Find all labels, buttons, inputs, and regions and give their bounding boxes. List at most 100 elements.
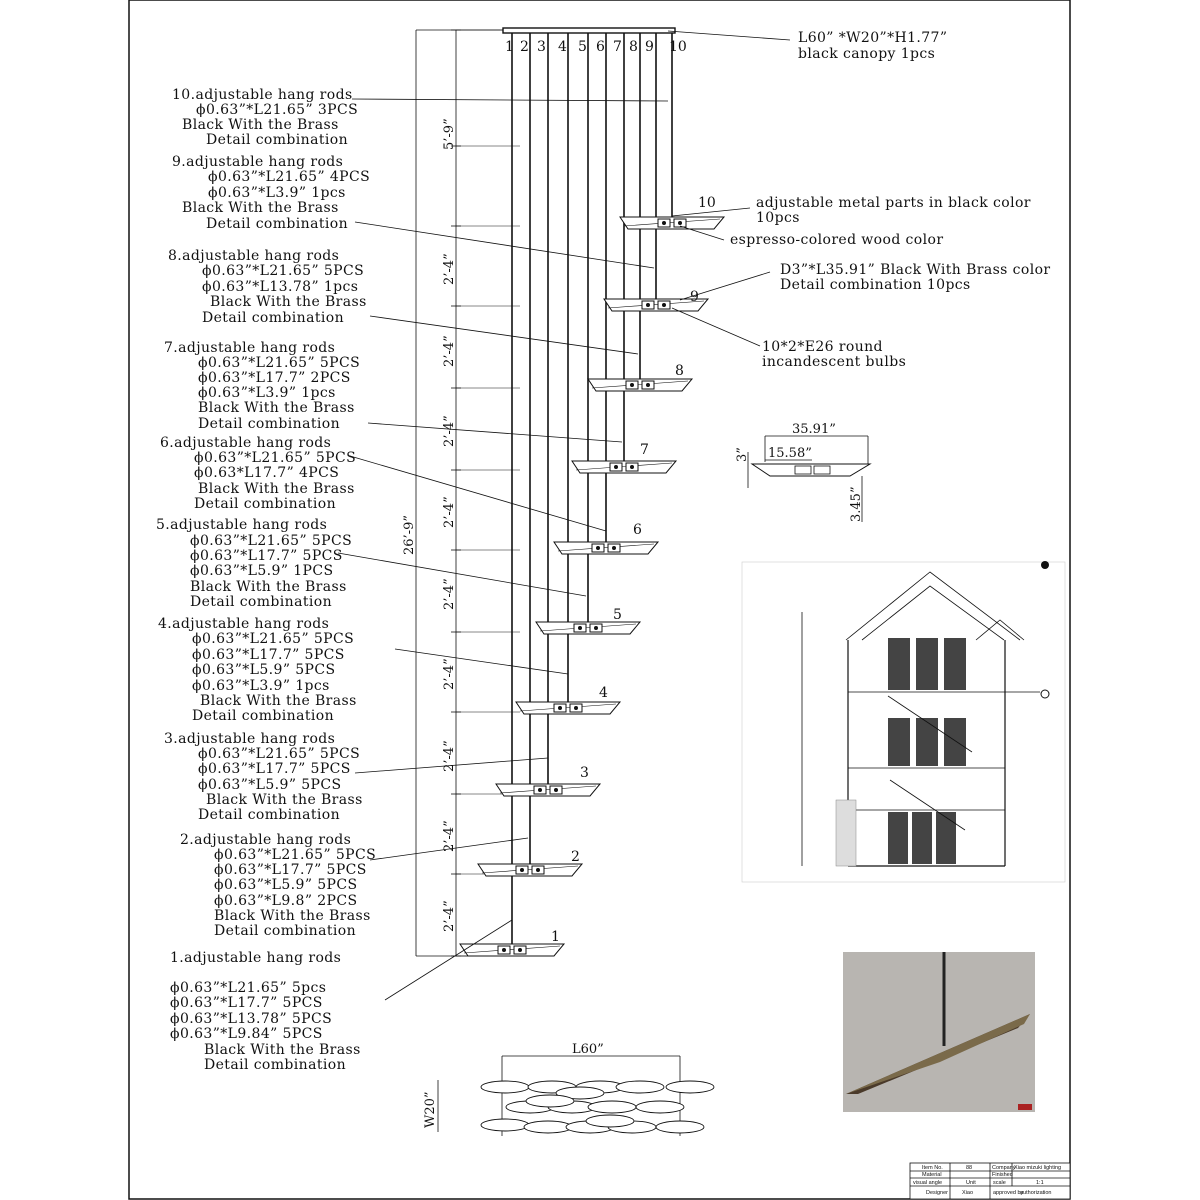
- tb-company-val: Xiao mizuki lighting: [1014, 1165, 1061, 1171]
- fixture-edge: [575, 462, 673, 471]
- tb-approved: approved by: [993, 1190, 1024, 1196]
- rod-group-line: ϕ0.63”*L17.7” 5PCS: [214, 862, 367, 878]
- spacing-label: 2’-4”: [442, 740, 457, 772]
- fixture-body: [571, 460, 678, 474]
- fixture-body: [515, 701, 622, 715]
- rod-number: 7: [613, 39, 622, 55]
- plan-fixture-oval: [665, 1080, 715, 1094]
- bulb: [630, 383, 634, 387]
- bulb: [662, 221, 666, 225]
- fixture-body: [553, 541, 660, 555]
- rod-group-line: Black With the Brass: [182, 200, 339, 216]
- rod-group-line: ϕ0.63”*L3.9” 1pcs: [208, 185, 346, 201]
- rod-group-title: 10.adjustable hang rods: [172, 87, 353, 103]
- bulb: [678, 221, 682, 225]
- bulb: [538, 788, 542, 792]
- bulb: [574, 706, 578, 710]
- fixture-body: [587, 378, 694, 392]
- rod-group-3: 3.adjustable hang rods ϕ0.63”*L21.65” 5P…: [164, 731, 549, 823]
- rod-group-line: Black With the Brass: [182, 117, 339, 133]
- rod-group-line: ϕ0.63”*L5.9” 5PCS: [192, 662, 335, 678]
- fixture-number: 3: [580, 765, 589, 781]
- rod-group-line: Black With the Brass: [198, 400, 355, 416]
- rod-group-title: 1.adjustable hang rods: [170, 950, 341, 966]
- rod-group-line: ϕ0.63”*L21.65” 5PCS: [214, 847, 376, 863]
- tb-item-no-val: 88: [966, 1165, 972, 1171]
- fixture-number: 5: [613, 607, 622, 623]
- fixture-body: [477, 863, 584, 877]
- rod-group-line: Detail combination: [194, 496, 336, 512]
- rod-group-8: 8.adjustable hang rods ϕ0.63”*L21.65” 5P…: [168, 248, 639, 355]
- rod-number: 4: [558, 39, 567, 55]
- title-block: Item No. 88 Company Xiao mizuki lighting…: [909, 1162, 1071, 1200]
- plan-fixture-oval: [615, 1080, 665, 1094]
- tb-company: Company: [992, 1165, 1016, 1171]
- rod-group-title: 8.adjustable hang rods: [168, 248, 339, 264]
- plan-length: L60”: [572, 1042, 604, 1057]
- rod-group-2: 2.adjustable hang rods ϕ0.63”*L21.65” 5P…: [180, 832, 529, 939]
- rod-group-line: Detail combination: [206, 216, 348, 232]
- dimension-ticks: [451, 29, 520, 957]
- rod-group-line: ϕ0.63”*L21.65” 5PCS: [192, 631, 354, 647]
- metal-parts-text: adjustable metal parts in black color: [756, 195, 1031, 211]
- fixture-edge: [499, 785, 597, 794]
- rod-number: 10: [669, 39, 687, 55]
- plan-fixture-oval: [585, 1114, 635, 1128]
- rod-group-line: ϕ0.63”*L21.65” 5PCS: [194, 450, 356, 466]
- rod-group-line: Detail combination: [190, 594, 332, 610]
- bulb: [578, 626, 582, 630]
- rod-group-line: ϕ0.63”*L13.78” 1pcs: [202, 279, 358, 295]
- bulb: [596, 546, 600, 550]
- rod-group-line: ϕ0.63”*L17.7” 5PCS: [198, 761, 351, 777]
- fixture-number: 7: [640, 442, 649, 458]
- plan-fixture-oval: [635, 1100, 685, 1114]
- rod-group-line: ϕ0.63”*L17.7” 5PCS: [190, 548, 343, 564]
- detail-length: 35.91”: [792, 422, 836, 437]
- plan-fixture-oval: [523, 1120, 573, 1134]
- rod-group-1: 1.adjustable hang rods ϕ0.63”*L21.65” 5p…: [170, 919, 513, 1073]
- rod-group-line: ϕ0.63”*L17.7” 5PCS: [192, 647, 345, 663]
- spacing-label: 2’-4”: [442, 578, 457, 610]
- fixture-body: [459, 943, 566, 957]
- bulb: [630, 465, 634, 469]
- rod-group-title: 7.adjustable hang rods: [164, 340, 335, 356]
- rod-group-line: ϕ0.63”*L5.9” 5PCS: [214, 877, 357, 893]
- rod-group-line: Black With the Brass: [200, 693, 357, 709]
- rod-group-line: Detail combination: [204, 1057, 346, 1073]
- rod-group-title: 5.adjustable hang rods: [156, 517, 327, 533]
- top-drop-label: 5’-9”: [442, 118, 457, 150]
- spacing-label: 2’-4”: [442, 415, 457, 447]
- rod-group-line: Black With the Brass: [198, 481, 355, 497]
- tb-scale: scale: [993, 1180, 1006, 1186]
- fixture-detail: 35.91” 15.58” 3” 3.45”: [735, 422, 872, 522]
- plan-view: L60” W20”: [423, 1042, 715, 1136]
- rod-number: 3: [537, 39, 546, 55]
- product-photo: [843, 952, 1035, 1112]
- rod-group-5: 5.adjustable hang rods ϕ0.63”*L21.65” 5P…: [156, 517, 587, 610]
- rod-group-title: 2.adjustable hang rods: [180, 832, 351, 848]
- plan-fixture-oval: [655, 1120, 705, 1134]
- rod-group-line: ϕ0.63”*L21.65” 5PCS: [190, 533, 352, 549]
- bulb: [646, 383, 650, 387]
- rod-number: 6: [596, 39, 605, 55]
- rod-group-10: 10.adjustable hang rods ϕ0.63”*L21.65” 3…: [172, 87, 669, 148]
- rod-group-line: ϕ0.63”*L13.78” 5PCS: [170, 1011, 332, 1027]
- rod-group-line: Detail combination: [198, 807, 340, 823]
- detail-inner: 15.58”: [768, 446, 812, 461]
- bulb: [594, 626, 598, 630]
- rod-group-line: ϕ0.63”*L17.7” 2PCS: [198, 370, 351, 386]
- bulb: [612, 546, 616, 550]
- rod-group-line: ϕ0.63”*L17.7” 5PCS: [170, 995, 323, 1011]
- fixture-edge: [557, 543, 655, 552]
- rod-group-line: ϕ0.63”*L21.65” 5PCS: [198, 746, 360, 762]
- rod-number: 5: [578, 39, 587, 55]
- fixture-edge: [607, 300, 705, 309]
- fixture-body: [619, 216, 726, 230]
- bulb: [502, 948, 506, 952]
- rod-group-line: ϕ0.63”*L21.65” 3PCS: [196, 102, 358, 118]
- tb-scale-val: 1:1: [1036, 1180, 1044, 1186]
- rod-group-line: Detail combination: [192, 708, 334, 724]
- fixture-edge: [591, 380, 689, 389]
- canopy-spec-desc: black canopy 1pcs: [798, 46, 935, 62]
- rod-group-6: 6.adjustable hang rods ϕ0.63”*L21.65” 5P…: [160, 435, 607, 532]
